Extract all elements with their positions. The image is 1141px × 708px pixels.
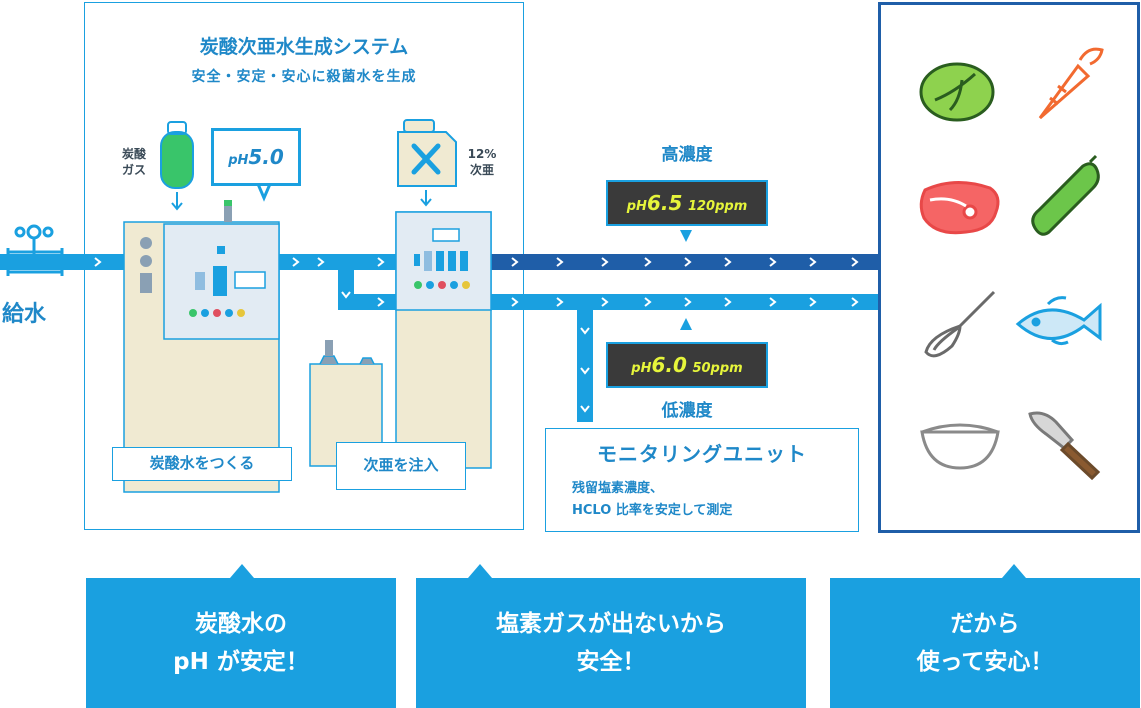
- carrot-icon: [1038, 47, 1104, 120]
- knife-icon: [1028, 411, 1101, 481]
- flow-arrows: [94, 257, 859, 413]
- monitor-pipe: [577, 294, 593, 422]
- callout-no-chlorine-gas: 塩素ガスが出ないから安全！: [416, 578, 806, 708]
- faucet-icon: [6, 224, 64, 276]
- water-supply-label: 給水: [2, 302, 47, 327]
- system-title: 炭酸次亜水生成システム: [199, 36, 409, 58]
- co2-cylinder-icon: [160, 121, 194, 211]
- applications-frame: [878, 2, 1140, 533]
- monitoring-unit-desc: 残留塩素濃度、HCLO 比率を安定して測定: [572, 481, 733, 518]
- meat-icon: [919, 180, 1000, 235]
- step-inject-hypo: 次亜を注入: [336, 442, 466, 490]
- high-conc-pipe: [490, 254, 880, 270]
- co2-label: 炭酸ガス: [121, 147, 146, 177]
- hypo-label: 12%次亜: [467, 147, 497, 177]
- carbonated-ph-bubble: pH5.0: [211, 128, 301, 186]
- pipe-segment: [338, 294, 400, 310]
- low-conc-readout: pH6.0 50ppm: [606, 342, 768, 388]
- hypo-jerrycan-icon: [397, 119, 457, 207]
- lettuce-icon: [919, 62, 995, 122]
- fish-icon: [1015, 296, 1102, 346]
- high-conc-label: 高濃度: [661, 145, 713, 165]
- low-conc-pipe: [490, 294, 880, 310]
- monitoring-unit-title: モニタリングユニット: [597, 442, 807, 466]
- high-conc-readout: pH6.5 120ppm: [606, 180, 768, 226]
- bowl-icon: [920, 423, 1000, 470]
- cucumber-icon: [1031, 154, 1100, 236]
- system-subtitle: 安全・安定・安心に殺菌水を生成: [191, 69, 417, 85]
- whisk-icon: [924, 290, 996, 358]
- step-make-carbonated: 炭酸水をつくる: [112, 447, 292, 481]
- callout-safe-to-use: だから使って安心！: [830, 578, 1140, 708]
- low-conc-label: 低濃度: [661, 401, 713, 421]
- monitoring-unit-box: [545, 428, 859, 532]
